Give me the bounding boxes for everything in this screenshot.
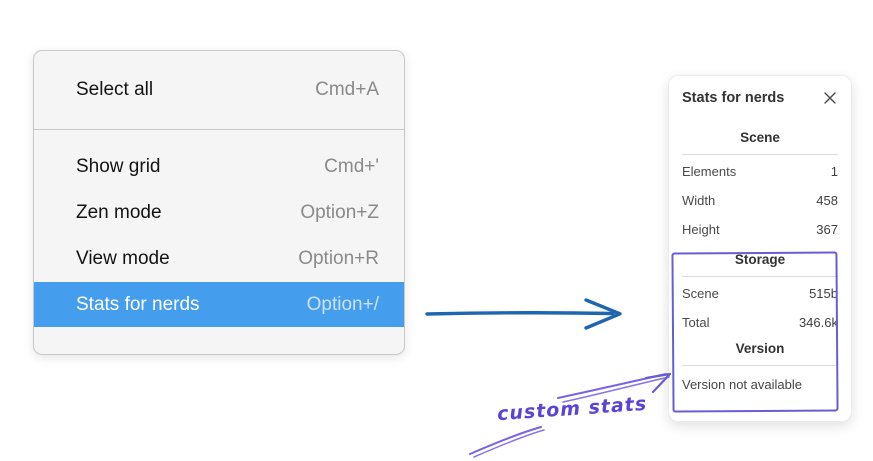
section-header-version: Version xyxy=(735,341,785,356)
menu-item-show-grid[interactable]: Show grid Cmd+' xyxy=(34,144,404,190)
menu-item-select-all[interactable]: Select all Cmd+A xyxy=(34,51,404,129)
section-header-storage: Storage xyxy=(734,252,786,267)
menu-item-label: Stats for nerds xyxy=(76,293,200,315)
menu-item-shortcut: Option+/ xyxy=(306,293,379,315)
menu-item-shortcut: Cmd+' xyxy=(324,156,379,177)
menu-item-label: Select all xyxy=(76,79,154,100)
stat-value: 1 xyxy=(830,164,838,179)
section-header-scene: Scene xyxy=(740,130,780,145)
purple-arrow-lower xyxy=(469,426,545,458)
stat-label: Total xyxy=(682,315,710,330)
divider xyxy=(682,154,838,155)
divider xyxy=(682,276,838,277)
stat-value: 515b xyxy=(809,286,838,301)
stat-row-total-storage: Total 346.6k xyxy=(682,308,838,337)
context-menu: Select all Cmd+A Show grid Cmd+' Zen mod… xyxy=(33,50,405,355)
menu-item-shortcut: Option+R xyxy=(298,248,379,269)
menu-item-stats-for-nerds[interactable]: Stats for nerds Option+/ xyxy=(34,282,404,327)
stat-value: 458 xyxy=(816,193,838,208)
stat-row-elements: Elements 1 xyxy=(682,157,838,186)
menu-item-view-mode[interactable]: View mode Option+R xyxy=(34,236,404,282)
menu-item-label: View mode xyxy=(76,248,170,269)
stats-panel-title: Stats for nerds xyxy=(682,90,785,106)
divider xyxy=(682,365,838,366)
stats-panel-header: Stats for nerds xyxy=(682,88,838,108)
menu-item-label: Zen mode xyxy=(76,202,162,223)
stat-row-height: Height 367 xyxy=(682,215,838,244)
stat-value: 346.6k xyxy=(798,315,838,330)
menu-item-shortcut: Option+Z xyxy=(300,202,379,223)
menu-spacer xyxy=(34,130,404,144)
blue-arrow xyxy=(425,298,622,330)
menu-item-shortcut: Cmd+A xyxy=(315,79,379,100)
stat-label: Elements xyxy=(682,164,737,179)
stat-row-scene-storage: Scene 515b xyxy=(682,279,838,308)
close-icon[interactable] xyxy=(822,90,838,106)
menu-divider xyxy=(34,129,404,130)
menu-item-label: Show grid xyxy=(76,156,161,177)
purple-arrow-upper xyxy=(557,372,672,403)
stat-value: 367 xyxy=(816,222,838,237)
stats-panel: Stats for nerds Scene Elements 1 Width 4… xyxy=(668,75,852,422)
menu-item-zen-mode[interactable]: Zen mode Option+Z xyxy=(34,190,404,236)
stat-label: Width xyxy=(682,193,716,208)
stat-label: Scene xyxy=(682,286,719,301)
stat-label: Height xyxy=(682,222,720,237)
version-message: Version not available xyxy=(682,376,802,392)
stat-row-width: Width 458 xyxy=(682,186,838,215)
